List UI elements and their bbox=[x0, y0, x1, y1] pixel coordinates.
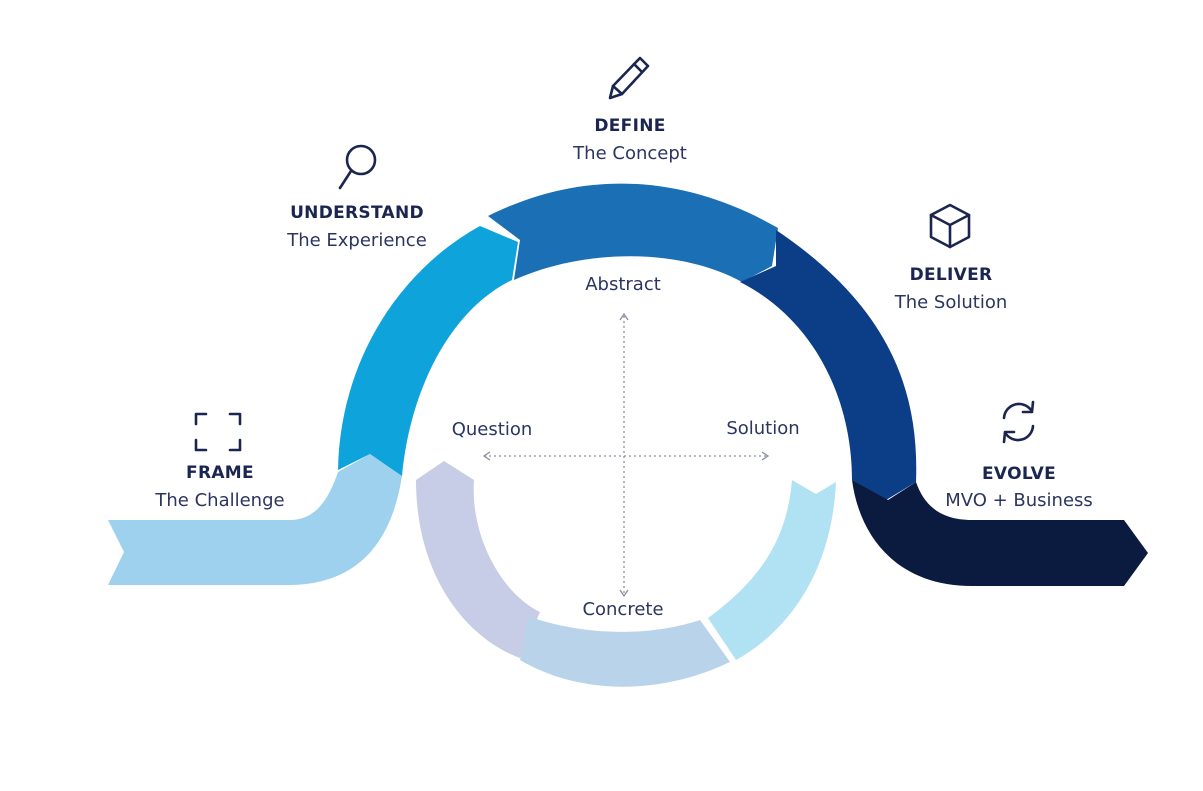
understand-title: UNDERSTAND bbox=[290, 203, 424, 223]
frame-title: FRAME bbox=[186, 463, 254, 483]
define-segment bbox=[488, 183, 778, 282]
frame-subtitle: The Challenge bbox=[154, 490, 284, 511]
lower-arc bbox=[416, 461, 836, 687]
evolve-title: EVOLVE bbox=[982, 464, 1056, 484]
cube-icon bbox=[929, 203, 971, 249]
magnifier-icon bbox=[338, 144, 377, 190]
vertical-axis-arrow-top bbox=[619, 312, 629, 321]
understand-segment bbox=[338, 226, 518, 476]
deliver-title: DELIVER bbox=[910, 265, 993, 285]
axes bbox=[482, 312, 770, 598]
frame-corners-icon bbox=[194, 412, 242, 452]
frame-band bbox=[108, 454, 402, 585]
lower-arc-segment-left bbox=[416, 461, 540, 658]
define-title: DEFINE bbox=[594, 116, 665, 136]
horizontal-axis-arrow-right bbox=[761, 451, 770, 461]
evolve-subtitle: MVO + Business bbox=[945, 490, 1093, 511]
evolve-band bbox=[852, 480, 1148, 586]
lower-arc-segment-right bbox=[708, 480, 836, 660]
refresh-icon bbox=[1002, 400, 1035, 444]
understand-subtitle: The Experience bbox=[286, 230, 427, 251]
axis-label-bottom: Concrete bbox=[582, 599, 663, 620]
vertical-axis-arrow-bottom bbox=[619, 589, 629, 598]
define-subtitle: The Concept bbox=[572, 143, 687, 164]
deliver-subtitle: The Solution bbox=[894, 292, 1008, 313]
axis-label-top: Abstract bbox=[585, 274, 661, 295]
axis-label-left: Question bbox=[452, 419, 533, 440]
lower-arc-segment-bottom bbox=[520, 616, 730, 687]
deliver-segment bbox=[740, 230, 917, 500]
horizontal-axis-arrow-left bbox=[482, 451, 491, 461]
pencil-icon bbox=[608, 56, 650, 100]
axis-label-right: Solution bbox=[726, 418, 799, 439]
